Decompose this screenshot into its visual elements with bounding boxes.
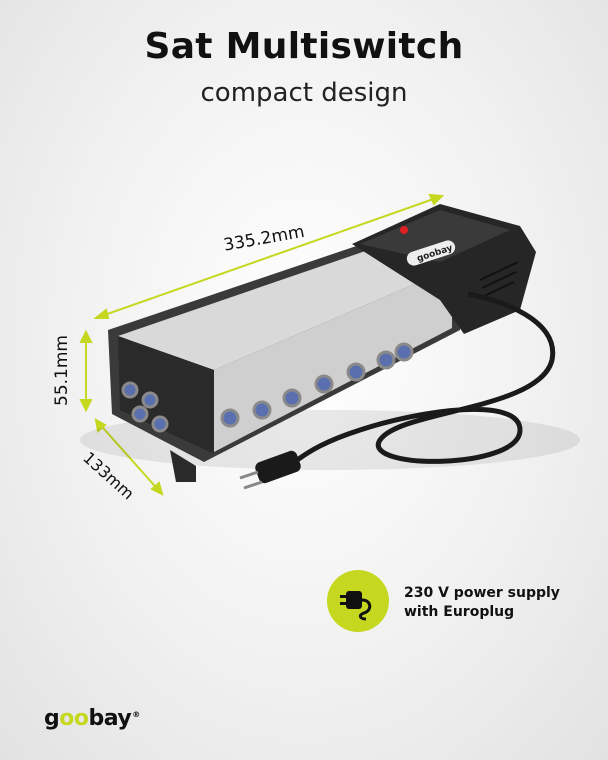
power-feature-text: 230 V power supply with Europlug bbox=[404, 584, 560, 622]
left-end-cap bbox=[118, 336, 214, 454]
front-panel bbox=[214, 268, 452, 452]
height-label: 55.1mm bbox=[52, 335, 72, 406]
power-led bbox=[400, 226, 408, 234]
dimension-lines bbox=[79, 193, 445, 496]
brand-registered: ® bbox=[132, 709, 140, 719]
length-dimension-line bbox=[95, 195, 443, 319]
power-cable bbox=[288, 291, 556, 467]
power-feature-line2: with Europlug bbox=[404, 604, 515, 620]
page-title: Sat Multiswitch bbox=[144, 26, 464, 67]
depth-dimension-line bbox=[95, 419, 163, 495]
power-feature-line1: 230 V power supply bbox=[404, 585, 560, 601]
brand-logo: goobay® bbox=[44, 706, 140, 731]
output-connectors bbox=[220, 342, 414, 428]
brand-oo: oo bbox=[59, 706, 89, 731]
multiswitch-illustration: goobay bbox=[79, 193, 580, 496]
page-subtitle: compact design bbox=[200, 78, 408, 108]
plug-icon bbox=[327, 570, 389, 632]
brand-prefix: g bbox=[44, 706, 60, 731]
brand-suffix: bay bbox=[88, 706, 132, 731]
europlug bbox=[239, 450, 301, 490]
input-connectors bbox=[121, 381, 169, 433]
top-label-panel bbox=[118, 246, 452, 370]
